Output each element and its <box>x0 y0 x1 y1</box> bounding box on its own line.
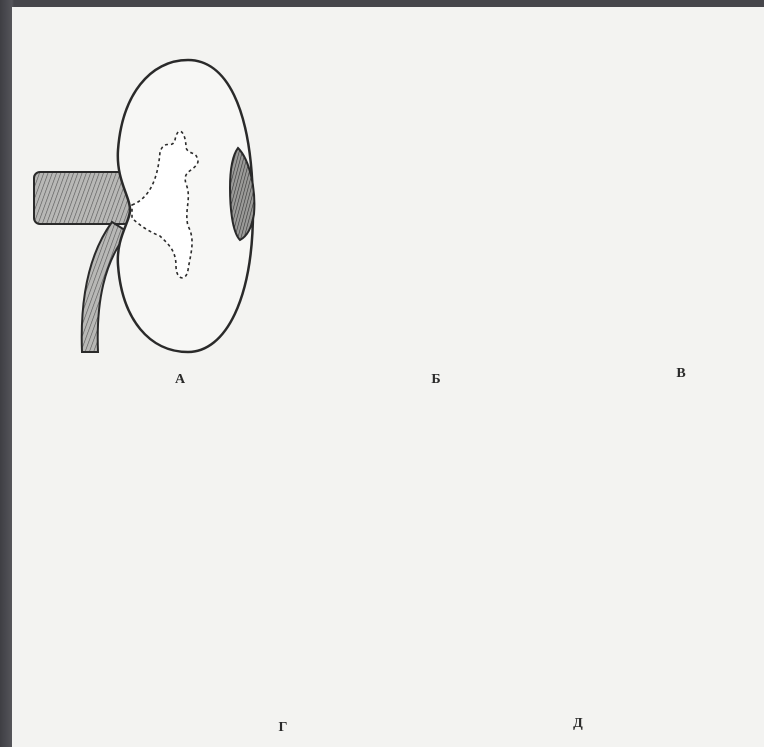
panel-label-b: Б <box>421 372 451 388</box>
panel-label-g: Г <box>268 720 298 736</box>
panel-a <box>34 60 254 352</box>
renal-vessels <box>34 172 130 224</box>
panel-label-d: Д <box>563 716 593 732</box>
panel-label-a: А <box>165 372 195 388</box>
panel-label-v: В <box>666 366 696 382</box>
